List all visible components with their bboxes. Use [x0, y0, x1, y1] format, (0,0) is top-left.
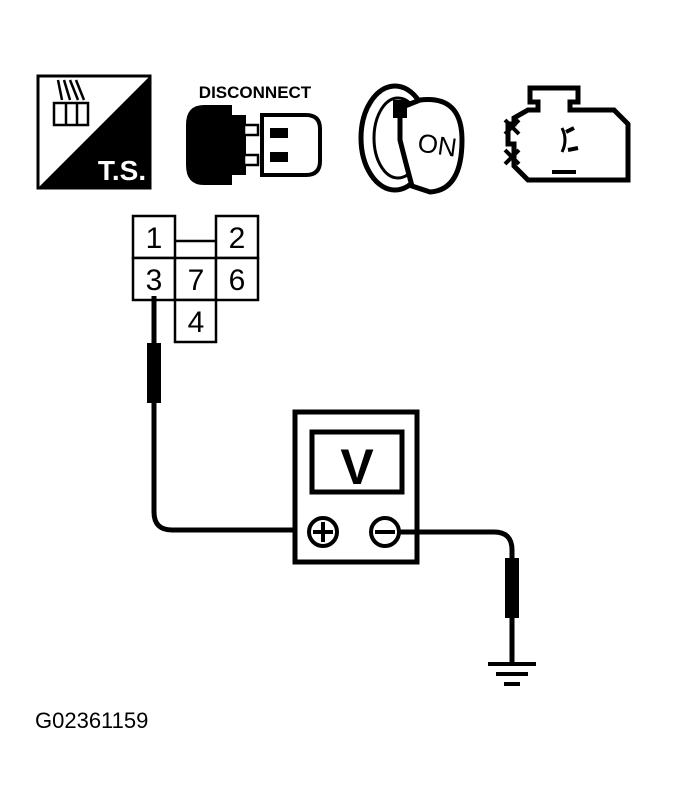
pin-2: 2: [229, 222, 246, 255]
ts-label: T.S.: [98, 155, 146, 186]
figure-code: G02361159: [35, 708, 149, 733]
negative-terminal-icon: [369, 516, 401, 548]
pin-7: 7: [188, 264, 205, 297]
positive-terminal-icon: [307, 516, 339, 548]
negative-probe-lead: [399, 529, 519, 662]
troubleshooting-icon: T.S.: [36, 74, 152, 190]
key-on-label: ON: [416, 128, 459, 163]
pin-4: 4: [188, 306, 205, 339]
disconnect-icon: DISCONNECT: [186, 83, 322, 185]
engine-icon: [503, 85, 631, 183]
voltmeter: V: [292, 409, 420, 565]
pin-3: 3: [146, 264, 163, 297]
ignition-key-icon: ON: [358, 83, 465, 195]
pin-6: 6: [229, 264, 246, 297]
connector: 1 2 3 7 6 4: [131, 214, 260, 344]
meter-display: V: [340, 439, 374, 495]
positive-probe-lead: [147, 296, 310, 533]
ground-icon: [488, 662, 536, 686]
disconnect-label: DISCONNECT: [199, 83, 312, 102]
pin-1: 1: [146, 222, 163, 255]
